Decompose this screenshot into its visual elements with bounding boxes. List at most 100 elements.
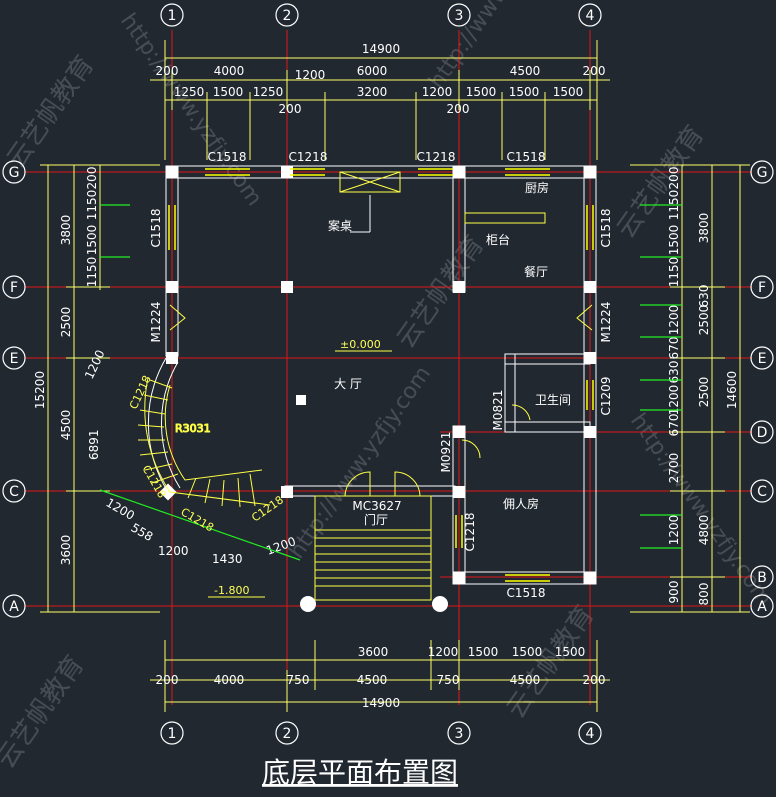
- dim-label: 200: [279, 102, 302, 116]
- elevation-marks: ±0.000 -1.800: [208, 338, 392, 598]
- dim-label: 200: [667, 167, 681, 190]
- dim-label: 1500: [85, 225, 99, 256]
- dim-label: 1200: [295, 68, 326, 82]
- dim-label: 200: [447, 102, 470, 116]
- door-label: M0921: [439, 432, 453, 473]
- dim-label: 1200: [667, 305, 681, 336]
- dim-label: 2500: [59, 307, 73, 338]
- elevation-hall: ±0.000: [340, 338, 381, 351]
- door-label: MC3627: [352, 499, 401, 513]
- window-label: C1218: [417, 150, 456, 164]
- dim-label: 1200: [428, 645, 459, 659]
- axis-label: 3: [455, 726, 464, 742]
- dim-label: 670: [667, 337, 681, 360]
- dim-label: 1150: [85, 190, 99, 221]
- axis-label: F: [10, 280, 18, 296]
- door-label: M0821: [491, 390, 505, 431]
- dim-label: 1200: [667, 385, 681, 416]
- axis-label: 4: [586, 8, 595, 24]
- dim-label: 800: [697, 583, 711, 606]
- room-label-kitchen: 厨房: [525, 180, 549, 195]
- axis-label: G: [757, 165, 768, 181]
- dim-label: 1500: [509, 85, 540, 99]
- dim-label: 670: [667, 414, 681, 437]
- axis-label: E: [10, 351, 19, 367]
- dim-label: 1500: [667, 225, 681, 256]
- axis-label: C: [757, 484, 767, 500]
- window-label: C1518: [149, 209, 163, 248]
- window-label: C1518: [599, 209, 613, 248]
- dim-label: 1500: [512, 645, 543, 659]
- drawing-title: 底层平面布置图: [262, 756, 458, 789]
- room-labels: 案桌 柜台 厨房 餐厅 大 厅 卫生间 佣人房 门厅: [328, 180, 571, 527]
- altar-table: [339, 171, 401, 193]
- watermark-text: 云艺帆教育: [501, 600, 600, 724]
- bottom-dimensions: 3600 1200 1500 1500 1500 200 4000 750 45…: [150, 640, 610, 712]
- dim-label: 4000: [214, 64, 245, 78]
- dim-label: 630: [697, 285, 711, 308]
- room-label-altar: 案桌: [328, 218, 352, 233]
- dim-label: 6000: [357, 64, 388, 78]
- dim-label: 3600: [358, 645, 389, 659]
- room-label-foyer: 门厅: [364, 512, 388, 527]
- left-dimensions: 15200 3800 2500 4500 3600 200 1150 1500 …: [33, 164, 160, 613]
- axis-bubbles-right: G F E D C B A: [750, 160, 774, 618]
- axis-grid: [25, 30, 752, 705]
- entrance-column: [300, 596, 316, 612]
- watermark-text: 云艺帆教育: [391, 230, 490, 354]
- dim-label: 200: [583, 673, 606, 687]
- dim-label: 1430: [212, 552, 243, 566]
- dim-label: 200: [583, 64, 606, 78]
- watermark-text: 云艺帆教育: [1, 50, 100, 174]
- stair-dimensions: 1200 6891 1200 558 1200 1430 1200: [82, 348, 301, 566]
- dim-label: 2500: [697, 377, 711, 408]
- dim-label: 1150: [85, 257, 99, 288]
- door-labels: M1224 M1224 M0821 M0921 MC3627: [149, 302, 613, 513]
- room-label-hall: 大 厅: [334, 377, 362, 391]
- window-label: C1518: [208, 150, 247, 164]
- room-label-cabinet: 柜台: [486, 232, 510, 247]
- watermark-url: http://www.yzfjy.com: [115, 9, 267, 211]
- axis-label: F: [758, 280, 766, 296]
- axis-label: 1: [168, 726, 177, 742]
- watermark-url: http://www.yzfjy.com: [284, 362, 436, 564]
- dim-label: 3600: [59, 535, 73, 566]
- axis-label: E: [758, 351, 767, 367]
- door-swings: [169, 304, 593, 497]
- dim-label: 1200: [82, 348, 108, 382]
- axis-bubbles-top: 1 2 3 4: [160, 3, 602, 27]
- dim-label: 200: [85, 167, 99, 190]
- dim-label: 1500: [553, 85, 584, 99]
- room-label-servant: 佣人房: [503, 496, 539, 511]
- window-label-extra: C1218: [249, 493, 286, 524]
- dim-label: 4500: [510, 673, 541, 687]
- windows: [168, 168, 594, 582]
- watermark-url: http://www.yzfjy.com: [424, 0, 576, 93]
- axis-label: B: [757, 570, 767, 586]
- entrance-column: [432, 596, 448, 612]
- dim-label: 3800: [59, 215, 73, 246]
- axis-bubbles-bottom: 1 2 3 4: [160, 721, 602, 745]
- window-label: C1518: [507, 150, 546, 164]
- dim-label: 200: [156, 673, 179, 687]
- axis-label: 1: [168, 8, 177, 24]
- axis-label: A: [9, 599, 19, 615]
- dim-label: 3200: [357, 85, 388, 99]
- dim-label: 4800: [697, 515, 711, 546]
- entrance-steps: [314, 495, 432, 601]
- dim-label: 558: [129, 520, 156, 544]
- dim-label: 1200: [667, 515, 681, 546]
- dim-label: 6891: [87, 429, 101, 460]
- dim-label: 1200: [104, 495, 137, 522]
- dim-label: 1500: [466, 85, 497, 99]
- watermark-text: 云艺帆教育: [611, 120, 710, 244]
- axis-label: G: [9, 165, 20, 181]
- dim-total-top: 14900: [362, 42, 400, 56]
- dim-label: 1250: [174, 85, 205, 99]
- columns: [159, 166, 596, 584]
- axis-label: 2: [283, 8, 292, 24]
- watermark-text: 云艺帆教育: [0, 650, 90, 774]
- window-label: C1209: [599, 377, 613, 416]
- window-label: C1218: [463, 513, 477, 552]
- dim-label: 2700: [667, 453, 681, 484]
